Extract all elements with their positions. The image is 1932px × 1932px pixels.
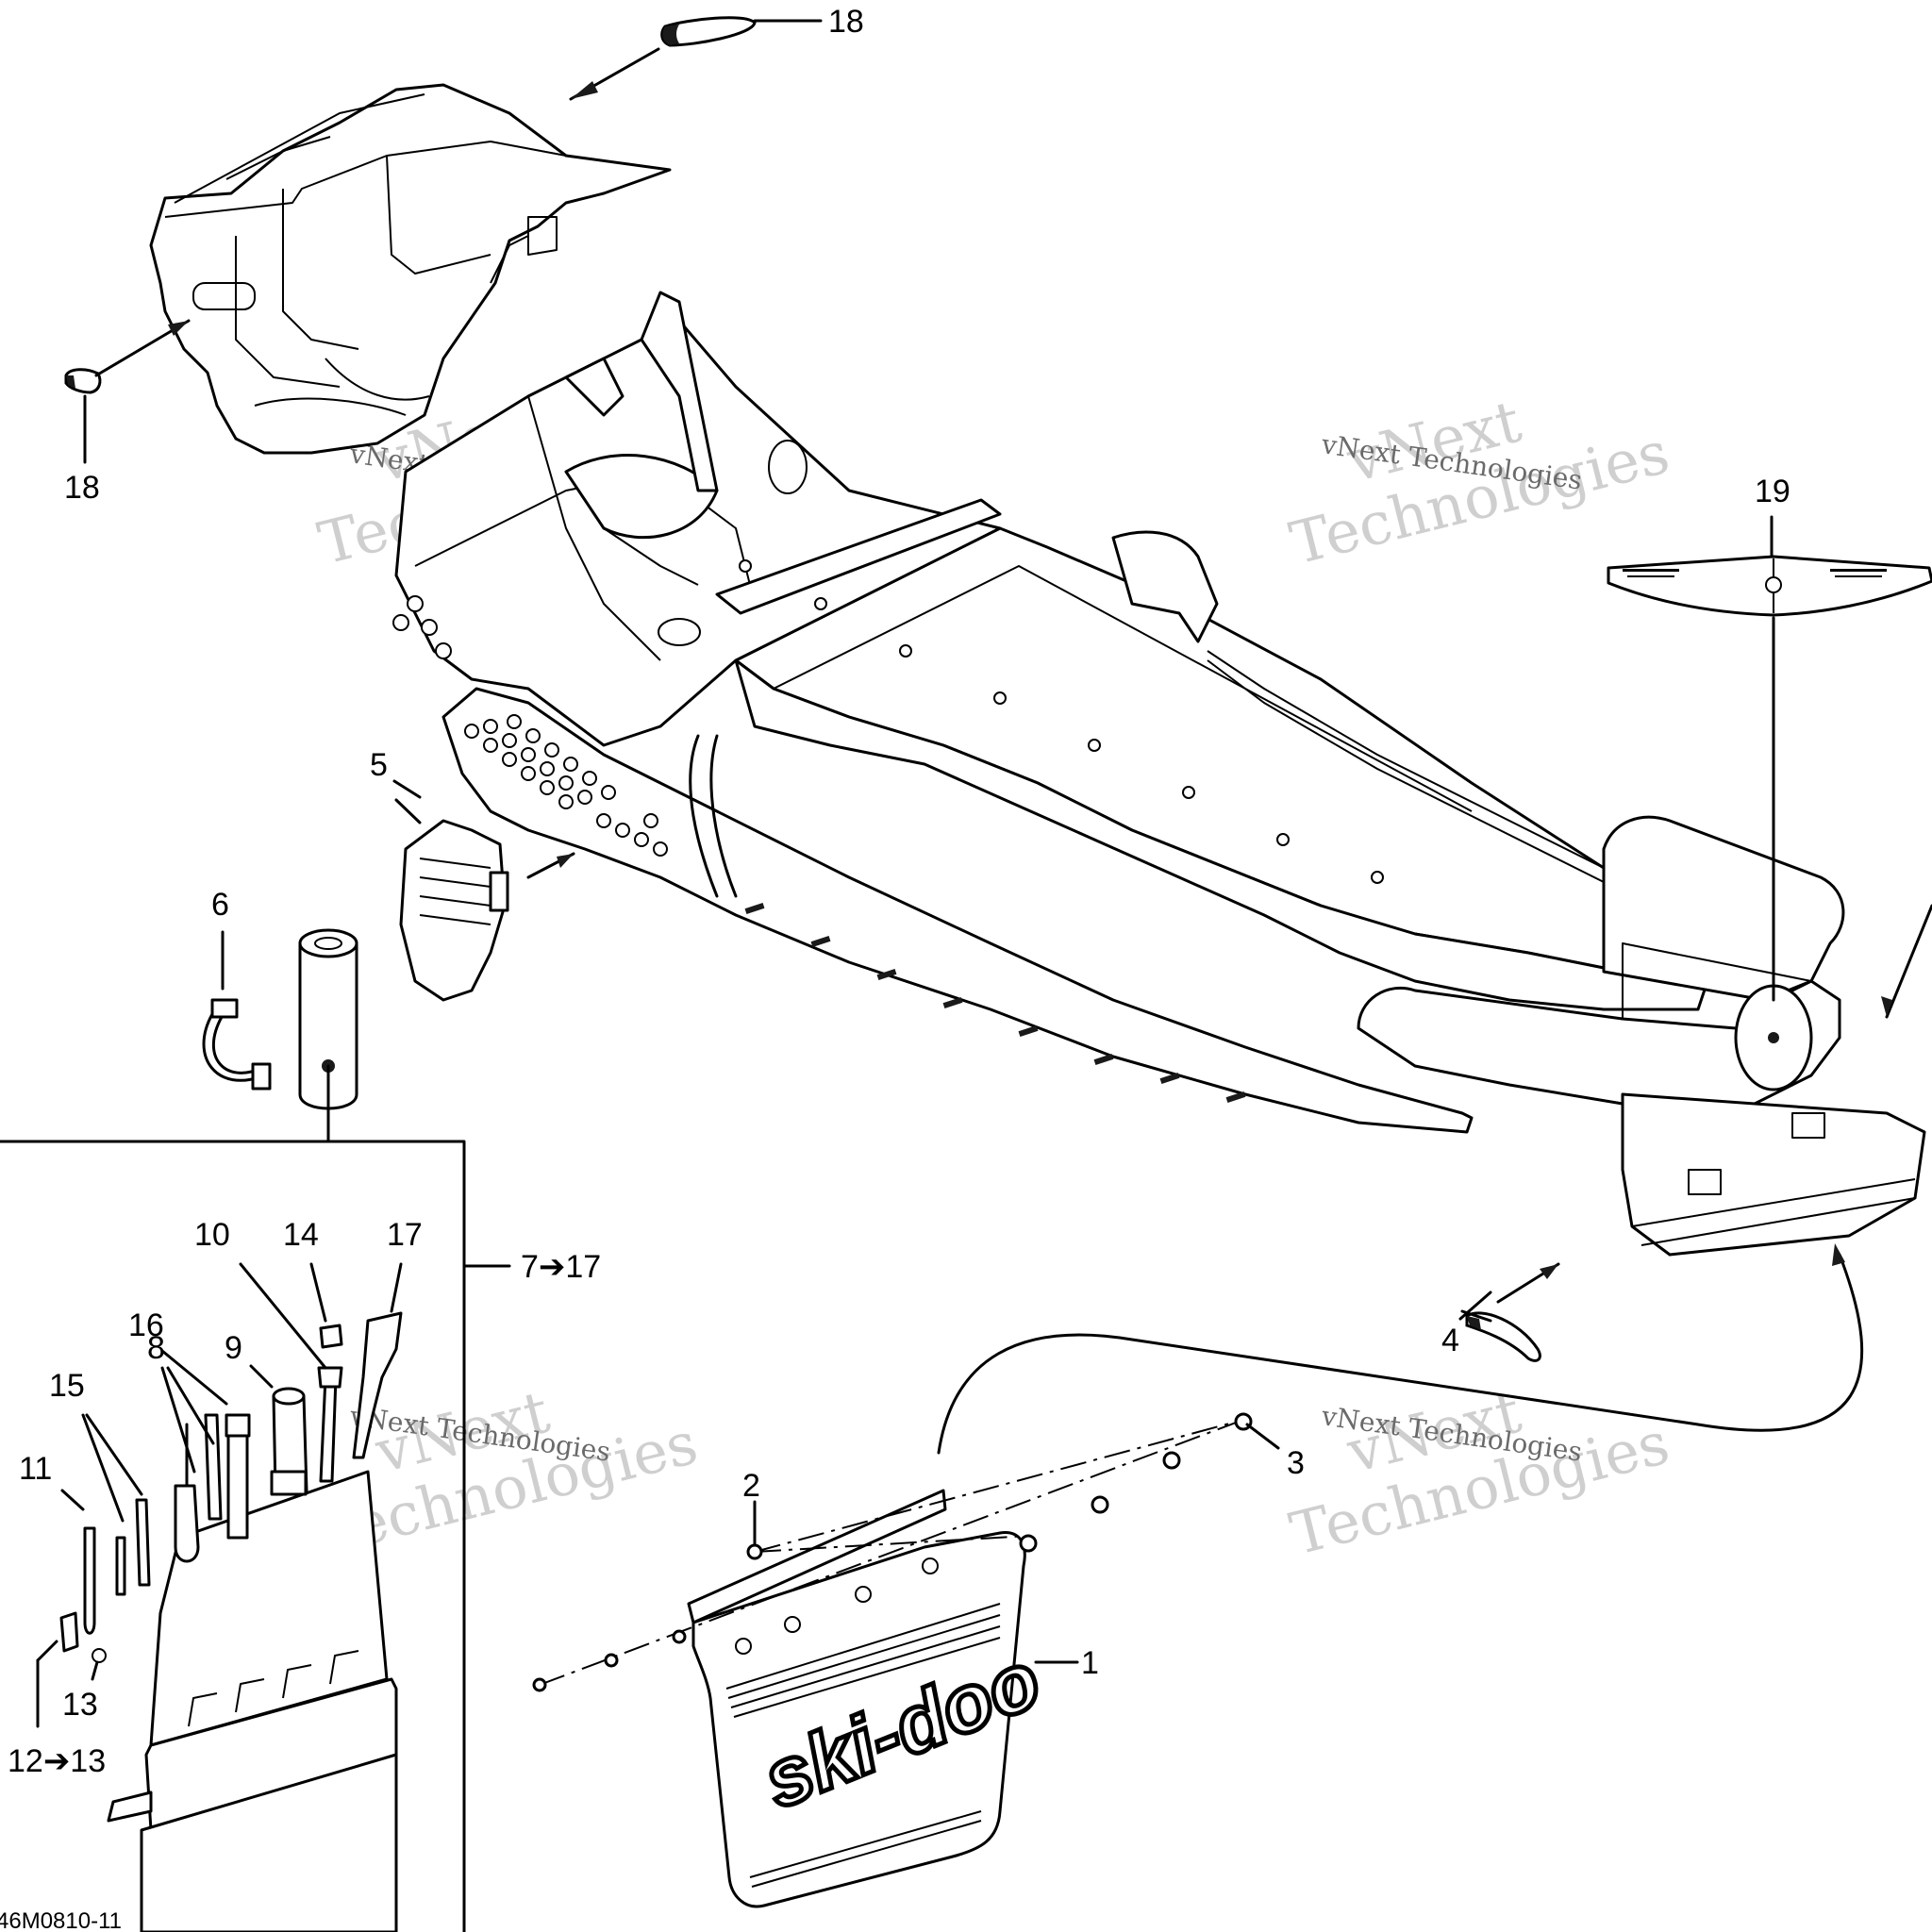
callout-label-19: 19 — [1755, 474, 1790, 509]
washer-2-a — [532, 1677, 547, 1692]
part-6-group: 6 — [202, 887, 272, 1091]
callout-label-13: 13 — [62, 1687, 98, 1723]
callout-label-range-12-13: 12➔13 — [8, 1743, 106, 1779]
decal-19-group: 19 — [1607, 474, 1932, 1002]
callout-label-17: 17 — [387, 1217, 423, 1253]
callout-label-4: 4 — [1441, 1323, 1459, 1358]
part-6-strap — [202, 1012, 266, 1082]
slide-rail-slots — [744, 903, 1246, 1103]
part-1-group: ski-doo 1 — [687, 1489, 1099, 1908]
callout-label-9: 9 — [225, 1330, 242, 1366]
callout-label-5: 5 — [370, 747, 388, 783]
callout-18-top-group: 18 — [569, 4, 864, 101]
leader-curve — [937, 1253, 1864, 1455]
washer-2-d — [746, 1543, 763, 1560]
hood-console-part — [149, 83, 672, 455]
callout-label-2: 2 — [742, 1468, 760, 1504]
tool-15-left — [115, 1536, 126, 1596]
callout-label-10: 10 — [194, 1217, 230, 1253]
figure-code: 46M0810-11 — [0, 1908, 122, 1932]
nut-3-b — [1091, 1495, 1109, 1514]
part-12-clip — [59, 1611, 79, 1653]
callout-label-6: 6 — [211, 887, 229, 923]
toolkit-cylinder — [298, 941, 358, 1110]
callout-18-left-group: 18 — [64, 319, 191, 506]
part-4-emblem — [1465, 1311, 1541, 1362]
part-14-clip — [319, 1324, 343, 1349]
callout-label-8: 8 — [147, 1330, 165, 1366]
nut-3-c — [1162, 1451, 1181, 1470]
callout-label-1: 1 — [1081, 1645, 1099, 1681]
callout-label-18-left: 18 — [64, 470, 100, 506]
chassis-frame-part — [392, 291, 1926, 1257]
part-5-group: 5 — [370, 747, 575, 1002]
part-13-pin — [92, 1648, 107, 1663]
tool-11-pin — [83, 1526, 96, 1635]
emblem-18-top — [660, 16, 757, 47]
callout-label-15: 15 — [49, 1368, 85, 1404]
callout-label-18-top: 18 — [828, 4, 864, 40]
tool-10-wrench — [319, 1375, 338, 1483]
washer-2-c — [672, 1629, 687, 1644]
callout-label-11: 11 — [19, 1451, 52, 1487]
hardware-2-3-group: 2 3 — [532, 1412, 1305, 1692]
callout-label-3: 3 — [1287, 1445, 1305, 1481]
callout-label-range-7-17: 7➔17 — [521, 1249, 601, 1285]
callout-label-14: 14 — [283, 1217, 319, 1253]
callout-label-16: 16 — [128, 1307, 164, 1343]
nut-3-a — [1019, 1534, 1038, 1553]
washer-2-b — [604, 1653, 619, 1668]
tool-8-screwdriver — [174, 1484, 200, 1563]
toolkit-box: 7➔17 11 13 12➔13 15 8 — [0, 1140, 601, 1932]
footrest-holes — [464, 714, 668, 857]
part-4-group: 4 — [1441, 904, 1932, 1362]
toolkit-cylinder-group — [298, 928, 358, 1143]
tool-17-wrench — [352, 1311, 403, 1459]
